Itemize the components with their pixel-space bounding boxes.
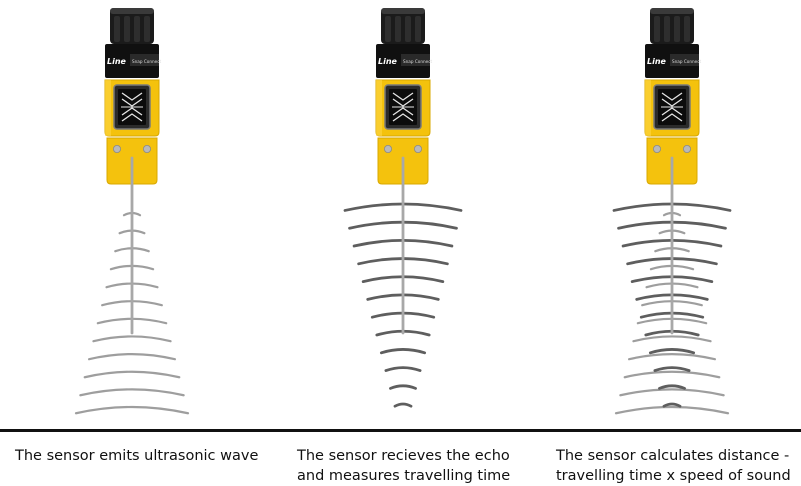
emitted-wave-arc [74,405,190,415]
connector-label: Snap Connect [672,59,702,64]
caption-receive: The sensor recieves the echo and measure… [297,446,510,486]
connector-label: Snap Connect [403,59,433,64]
connector-grip [654,16,660,42]
connector-cap [110,8,154,44]
emitted-wave-arc [92,335,172,343]
caption-calculate-line-1: The sensor calculates distance - [556,448,790,464]
connector-cap-top [381,8,425,14]
housing-highlight [105,80,111,136]
caption-calculate: The sensor calculates distance - travell… [556,446,791,486]
panel-calculate: Line Snap Connect [612,8,732,415]
connector-grip [415,16,421,42]
housing-highlight [645,80,651,136]
screw-right [683,144,692,153]
caption-calculate-line-2: travelling time x speed of sound [556,468,791,484]
emitted-wave-arc [83,370,181,379]
connector-cap [381,8,425,44]
connector-grip [134,16,140,42]
caption-emit-line-1: The sensor emits ultrasonic wave [15,448,259,464]
panel-receive: Line Snap Connect [343,8,463,408]
emitted-wave-arc [79,388,185,397]
brand-logo: Line [107,57,127,66]
brand-logo: Line [647,57,667,66]
caption-emit: The sensor emits ultrasonic wave [15,446,258,466]
connector-grip [674,16,680,42]
echo-wave-arc [653,366,691,372]
screw-right [142,144,151,153]
emitted-wave-arc [614,405,730,415]
screw-left [383,144,392,153]
emitted-wave-arc [619,388,725,397]
echo-wave-arc [389,384,417,390]
connector-label-band [401,54,430,66]
echo-wave-arc [393,402,413,408]
display-chevron-icon [121,92,143,122]
panel-emit: Line Snap Connect [74,8,190,415]
connector-grip [124,16,130,42]
connector-label-band [130,54,159,66]
screw-left [653,144,662,153]
emitted-wave-arc [627,352,717,361]
ground-line [0,429,801,432]
connector-grip [664,16,670,42]
screw-right [413,144,422,153]
brand-logo: Line [378,57,398,66]
display-chevron-icon [392,92,414,122]
connector-grip [405,16,411,42]
screw-left [113,144,122,153]
connector-cap [650,8,694,44]
echo-wave-arc [648,348,696,355]
echo-wave-arc [662,402,682,408]
connector-cap-top [650,8,694,14]
connector-grip [144,16,150,42]
connector-label: Snap Connect [132,59,162,64]
caption-receive-line-2: and measures travelling time [297,468,511,484]
connector-label-band [670,54,699,66]
caption-receive-line-1: The sensor recieves the echo [297,448,510,464]
echo-wave-arc [379,348,427,355]
emitted-wave-arc [632,335,712,343]
emitted-wave-arc [87,352,177,361]
echo-wave-arc [658,384,686,390]
connector-grip [684,16,690,42]
connector-cap-top [110,8,154,14]
connector-grip [385,16,391,42]
display-chevron-icon [661,92,683,122]
connector-grip [395,16,401,42]
emitted-wave-arc [623,370,721,379]
connector-grip [114,16,120,42]
housing-highlight [376,80,382,136]
echo-wave-arc [384,366,422,372]
